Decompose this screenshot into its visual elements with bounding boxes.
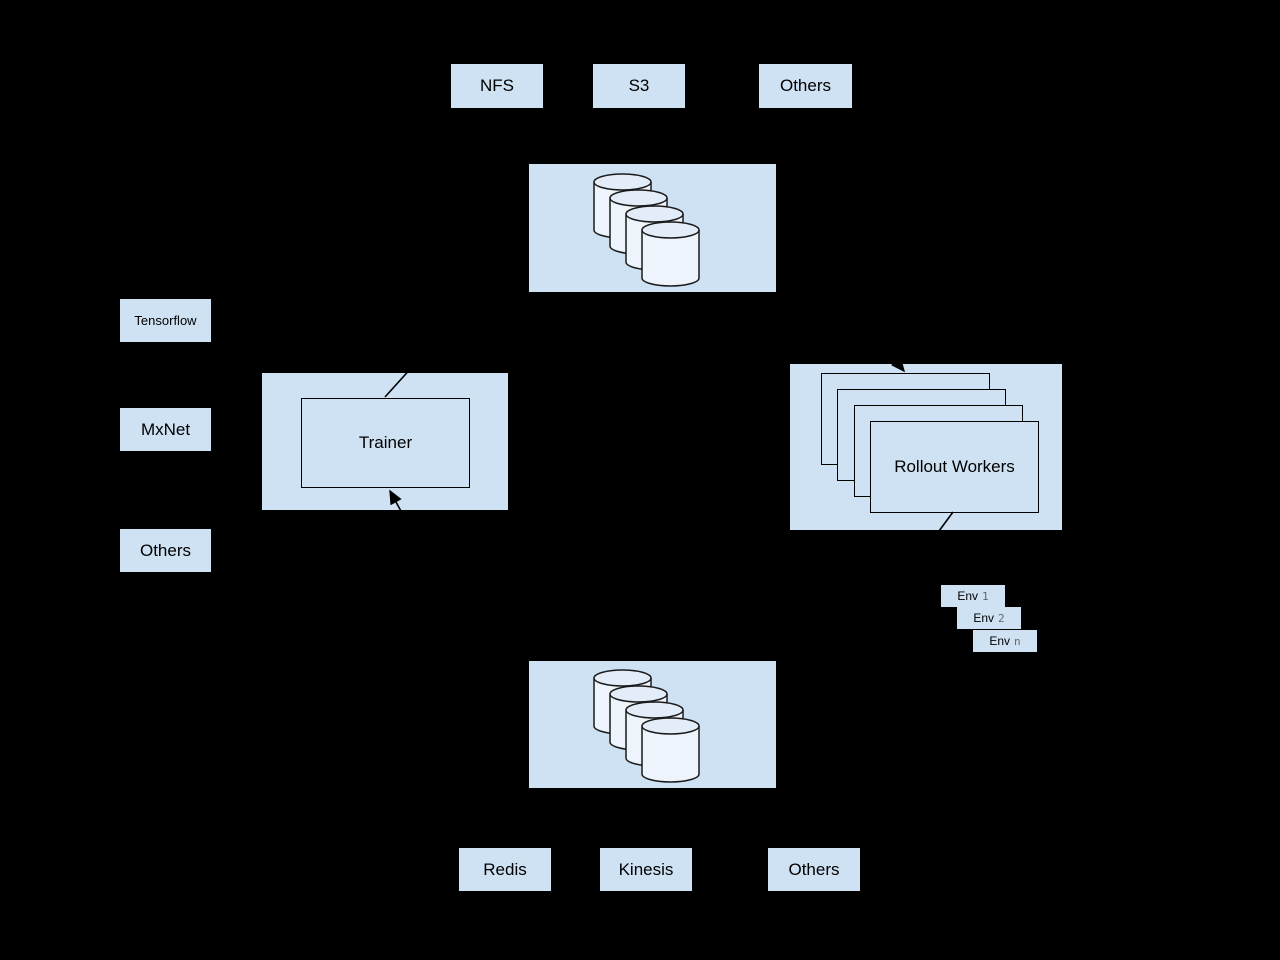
model-store-box — [529, 164, 776, 292]
node-mxnet: MxNet — [120, 408, 211, 451]
rollout-workers-label: Rollout Workers — [894, 457, 1015, 476]
node-kinesis-label: Kinesis — [618, 859, 674, 879]
node-others-top-label: Others — [779, 76, 832, 95]
trainer-box: Trainer — [301, 398, 470, 488]
node-others-left: Others — [120, 529, 211, 572]
env-1-index: 1 — [982, 589, 989, 603]
node-nfs-label: NFS — [480, 76, 514, 95]
node-others-left-label: Others — [139, 540, 192, 560]
database-cylinders-icon — [593, 173, 700, 287]
memory-store-box — [529, 661, 776, 788]
env-box-2: Env 2 — [957, 607, 1021, 629]
env-box-1: Env 1 — [941, 585, 1005, 607]
node-others-bottom: Others — [768, 848, 860, 891]
env-n-index: n — [1014, 634, 1021, 648]
node-others-bottom-label: Others — [788, 859, 840, 879]
env-1-prefix: Env — [957, 589, 979, 603]
node-s3: S3 — [593, 64, 685, 108]
node-mxnet-label: MxNet — [140, 419, 191, 439]
node-kinesis: Kinesis — [600, 848, 692, 891]
env-2-prefix: Env — [973, 611, 995, 625]
env-2-index: 2 — [998, 611, 1005, 625]
node-tensorflow: Tensorflow — [120, 299, 211, 342]
node-redis: Redis — [459, 848, 551, 891]
env-n-prefix: Env — [989, 634, 1011, 648]
database-cylinders-icon — [593, 669, 700, 783]
node-tensorflow-label: Tensorflow — [134, 313, 197, 328]
rollout-workers-group-box: Rollout Workers — [790, 364, 1062, 530]
env-box-n: Env n — [973, 630, 1037, 652]
node-others-top: Others — [759, 64, 852, 108]
node-redis-label: Redis — [483, 859, 527, 879]
node-nfs: NFS — [451, 64, 543, 108]
trainer-label: Trainer — [358, 433, 413, 452]
rollout-workers-box: Rollout Workers — [870, 421, 1039, 513]
node-s3-label: S3 — [628, 76, 650, 95]
trainer-group-box: Trainer — [262, 373, 508, 510]
